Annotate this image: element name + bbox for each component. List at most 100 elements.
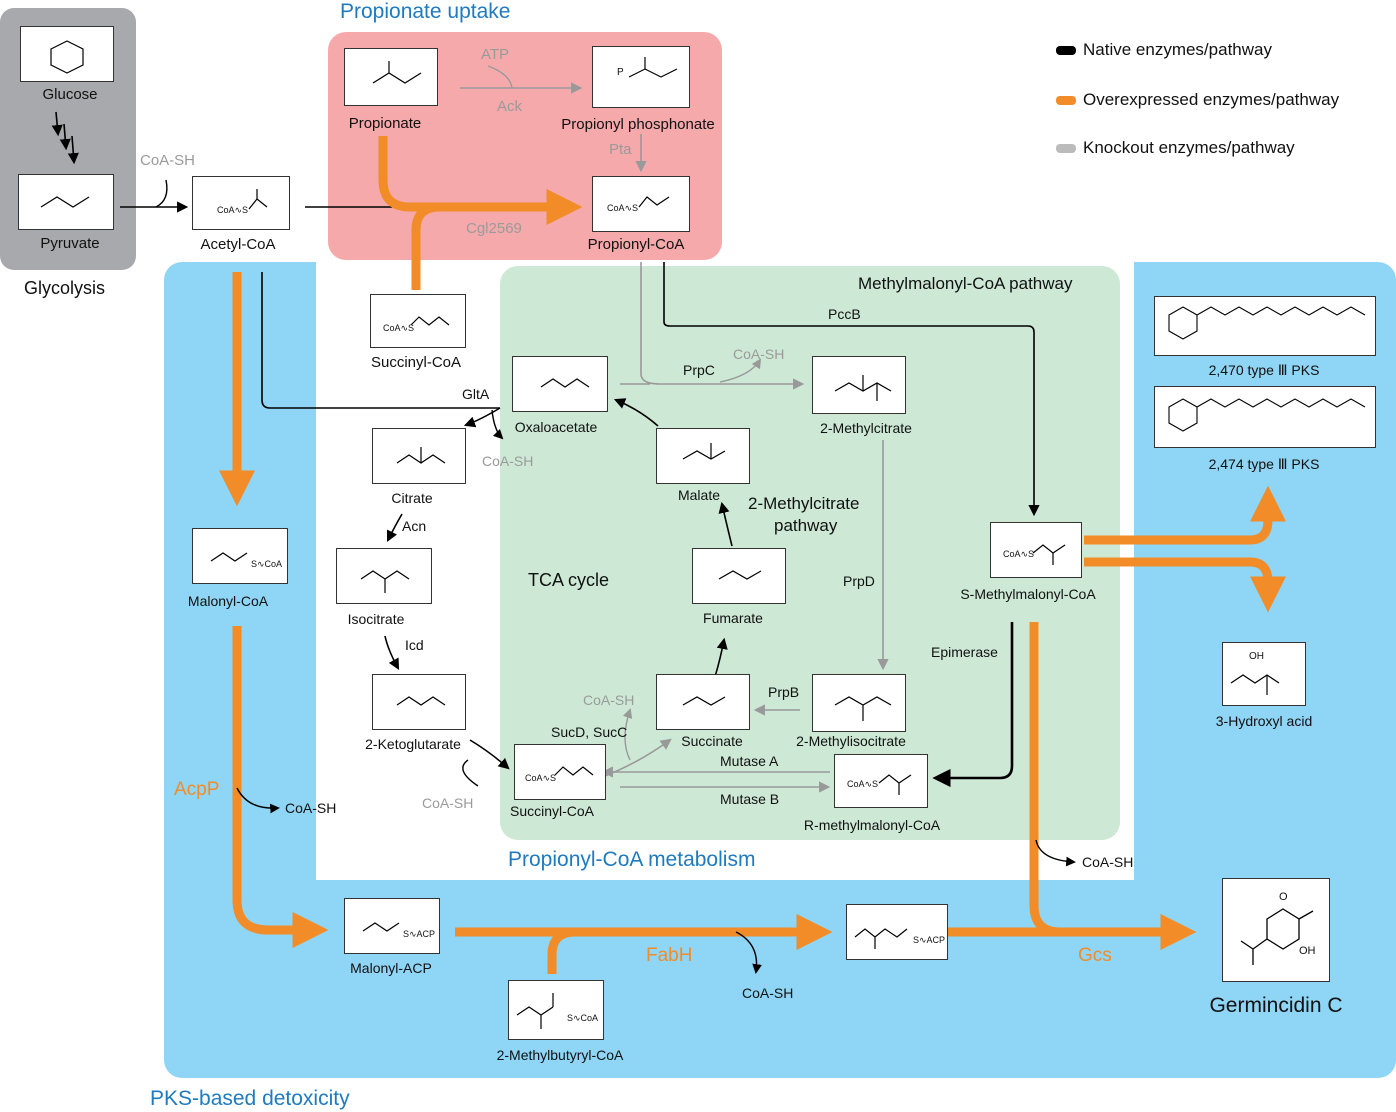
malonylacp-label: Malonyl-ACP <box>350 960 432 976</box>
ketoglutarate-label: 2-Ketoglutarate <box>365 736 461 752</box>
propionylcoa-structure: CoA∿S <box>592 176 690 232</box>
acetylcoa-skeleton-icon <box>248 189 268 210</box>
hydroxylacid-oh: OH <box>1249 651 1264 662</box>
fumarate-label: Fumarate <box>703 610 763 626</box>
propionylcoa-coas: CoA∿S <box>607 203 639 213</box>
glucose-ring-icon <box>50 40 84 74</box>
propionylphosphonate-skeleton-icon <box>628 57 678 78</box>
malate-to-oxaloacetate-arrow <box>613 398 659 427</box>
malonylcoa-to-malonylacp-orange <box>232 626 329 948</box>
ketoglutarate-to-succinylcoa-arrow <box>469 739 510 770</box>
malonylacp-skeleton-icon <box>362 922 400 932</box>
smethylmalonyl-structure: CoA∿S <box>990 522 1082 578</box>
succinylcoa-structure: CoA∿S <box>514 744 606 800</box>
glucose-label: Glucose <box>42 86 98 103</box>
coash-acpp: CoA-SH <box>285 800 337 816</box>
propionylcoa-label: Propionyl-CoA <box>587 236 685 253</box>
ketoglutarate-skeleton-icon <box>396 696 446 706</box>
propionylphosphonate-structure: P <box>592 46 690 108</box>
isocitrate-structure <box>336 548 432 604</box>
smm-coash-arrow <box>1035 839 1076 867</box>
smethylmalonyl-skeleton-icon <box>1032 544 1066 565</box>
smm-to-hydroxyl-orange <box>1084 557 1286 613</box>
fumarate-structure <box>692 548 786 604</box>
malonylcoa-skeleton-icon <box>210 552 248 562</box>
pyruvate-label: Pyruvate <box>40 235 100 252</box>
pccb-label: PccB <box>828 306 861 322</box>
methylisocitrate-skeleton-icon <box>834 696 892 721</box>
fabh-coash-arrow <box>735 931 762 974</box>
malonylacp-sacp: S∿ACP <box>403 929 436 939</box>
propionate-structure <box>344 48 438 106</box>
pks2470-structure <box>1154 296 1376 356</box>
succinylcoa-top-structure: CoA∿S <box>370 294 466 348</box>
propionate-to-propionylcoa-orange <box>378 136 583 225</box>
prpb-label: PrpB <box>768 684 800 700</box>
smm-to-pks-orange <box>1084 485 1286 545</box>
succinate-skeleton-icon <box>682 696 726 706</box>
methylcitrate-pathway-title-1: 2-Methylcitrate <box>748 494 860 513</box>
smethylmalonyl-label: S-Methylmalonyl-CoA <box>960 586 1096 602</box>
glycolysis-arrow-2 <box>59 123 71 151</box>
pks2474-skeleton-icon <box>1168 398 1366 432</box>
succinylcoa-coas: CoA∿S <box>525 773 557 783</box>
ketoglutarate-structure <box>372 674 466 730</box>
smm-to-gcs-orange <box>1029 622 1061 937</box>
acpp-label: AcpP <box>174 779 220 800</box>
hydroxylacid-skeleton-icon <box>1230 674 1280 695</box>
oxaloacetate-structure <box>512 356 608 412</box>
propionylcoa-skeleton-icon <box>638 196 670 208</box>
legend-knockout: Knockout enzymes/pathway <box>1083 138 1295 157</box>
fabh-label: FabH <box>646 945 693 966</box>
cgl2569-label: Cgl2569 <box>466 220 522 237</box>
pks2470-label: 2,470 type Ⅲ PKS <box>1208 362 1320 378</box>
malate-label: Malate <box>677 487 721 503</box>
methylcitrate-structure <box>812 356 906 414</box>
prpc-label: PrpC <box>683 362 715 378</box>
epimerase-arrow <box>932 622 1014 788</box>
acn-label: Acn <box>402 518 427 534</box>
succinate-label: Succinate <box>681 733 743 749</box>
methylcitrate-label: 2-Methylcitrate <box>820 420 912 436</box>
propionate-skeleton-icon <box>372 61 422 84</box>
pccb-arrow <box>663 262 1040 517</box>
methylcitrate-pathway-title-2: pathway <box>774 516 838 535</box>
acetylcoa-label: Acetyl-CoA <box>200 236 276 253</box>
succinylcoa-top-coas: CoA∿S <box>383 323 415 333</box>
propionylphosphonate-label: Propionyl phosphonate <box>561 116 715 133</box>
acetylcoa-to-glta-line <box>261 272 500 409</box>
pyruvate-structure <box>18 174 114 230</box>
hydroxylacid-structure: OH <box>1222 642 1306 706</box>
icd-arrow <box>384 635 400 670</box>
fumarate-to-malate-arrow <box>718 501 733 547</box>
acetylcoa-coas: CoA∿S <box>217 205 249 215</box>
sucd-label: SucD, SucC <box>551 724 628 740</box>
methylbutyryl-scoa: S∿CoA <box>567 1013 599 1023</box>
rmethylmalonyl-structure: CoA∿S <box>834 754 928 808</box>
rmethylmalonyl-coas: CoA∿S <box>847 779 879 789</box>
suc-coash-arrow <box>622 708 633 761</box>
ketoacp-structure: S∿ACP <box>846 904 948 960</box>
coash-pyruvate: CoA-SH <box>140 152 196 169</box>
legend-overexpressed-swatch <box>1056 96 1076 105</box>
succinylcoa-to-succinate-arrow <box>604 738 672 777</box>
citrate-label: Citrate <box>391 490 433 506</box>
methylbutyrylcoa-label: 2-Methylbutyryl-CoA <box>496 1047 624 1063</box>
pks-detox-title: PKS-based detoxicity <box>150 1087 350 1110</box>
acn-arrow <box>386 513 403 543</box>
glta-coash-arrow <box>491 409 504 440</box>
ketoacp-skeleton-icon <box>854 928 908 949</box>
atp-label: ATP <box>481 46 510 63</box>
legend-native-swatch <box>1056 46 1076 55</box>
legend-native: Native enzymes/pathway <box>1083 40 1272 59</box>
propionate-uptake-title: Propionate uptake <box>340 0 511 23</box>
malonylcoa-structure: S∿CoA <box>192 528 288 584</box>
hydroxylacid-label: 3-Hydroxyl acid <box>1215 713 1313 729</box>
methylbutyryl-branch-orange <box>547 927 576 974</box>
prpc-arrow <box>640 262 805 390</box>
icd-label: Icd <box>405 637 424 653</box>
smethylmalonyl-coas: CoA∿S <box>1003 549 1035 559</box>
atp-branch <box>487 65 513 89</box>
legend-overexpressed: Overexpressed enzymes/pathway <box>1083 90 1340 109</box>
germincidin-structure: OH O <box>1222 878 1330 982</box>
